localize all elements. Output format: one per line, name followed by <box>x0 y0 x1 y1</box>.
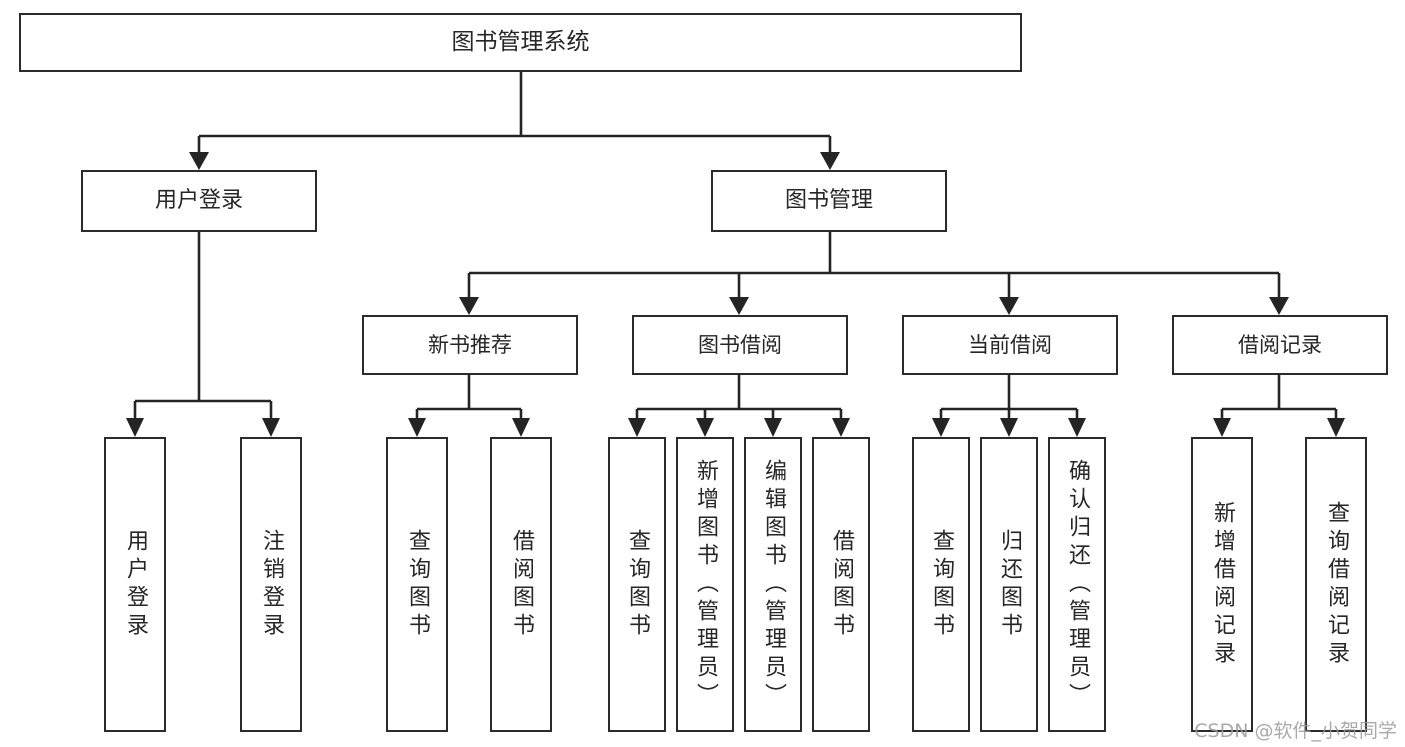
arrow-nb-1 <box>408 418 426 437</box>
arrow-leaf-ul-1 <box>126 418 144 437</box>
arrow-cb-2 <box>1000 418 1018 437</box>
node-label: 新增借阅记录 <box>1210 500 1235 669</box>
node-label: 查询借阅记录 <box>1324 500 1349 669</box>
node-label: 编辑图书（管理员） <box>761 458 786 711</box>
node-label: 查询图书 <box>625 528 650 641</box>
node-user-login[interactable]: 用户登录 <box>81 170 317 232</box>
node-label: 图书管理 <box>784 188 873 214</box>
leaf-borrow-record-query[interactable]: 查询借阅记录 <box>1305 437 1367 732</box>
arrow-bb-1 <box>628 418 646 437</box>
node-label: 确认归还（管理员） <box>1065 458 1090 711</box>
node-label: 借阅图书 <box>509 528 534 641</box>
arrow-cb-3 <box>1068 418 1086 437</box>
node-book-management[interactable]: 图书管理 <box>711 170 947 232</box>
arrow-cb-1 <box>932 418 950 437</box>
node-borrow-record[interactable]: 借阅记录 <box>1172 315 1388 375</box>
node-label: 查询图书 <box>405 528 430 641</box>
node-label: 注销登录 <box>259 528 284 641</box>
arrow-bb-2 <box>696 418 714 437</box>
leaf-new-book-borrow[interactable]: 借阅图书 <box>490 437 552 732</box>
node-label: 图书管理系统 <box>451 28 590 55</box>
node-book-borrow[interactable]: 图书借阅 <box>632 315 848 375</box>
arrow-leaf-ul-2 <box>262 418 280 437</box>
node-current-borrow[interactable]: 当前借阅 <box>902 315 1118 375</box>
leaf-current-borrow-confirm[interactable]: 确认归还（管理员） <box>1048 437 1106 732</box>
leaf-current-borrow-return[interactable]: 归还图书 <box>980 437 1038 732</box>
leaf-current-borrow-query[interactable]: 查询图书 <box>912 437 970 732</box>
leaf-borrow-record-add[interactable]: 新增借阅记录 <box>1191 437 1253 732</box>
leaf-user-login-signout[interactable]: 注销登录 <box>240 437 302 732</box>
arrow-l3-4 <box>1269 297 1289 315</box>
arrow-user-login <box>189 152 209 170</box>
node-label: 新增图书（管理员） <box>693 458 718 711</box>
node-label: 借阅记录 <box>1238 332 1322 357</box>
leaf-book-borrow-borrow[interactable]: 借阅图书 <box>812 437 870 732</box>
arrow-br-1 <box>1213 418 1231 437</box>
arrow-l3-2 <box>729 297 749 315</box>
node-new-book-recommend[interactable]: 新书推荐 <box>362 315 578 375</box>
leaf-book-borrow-edit[interactable]: 编辑图书（管理员） <box>744 437 802 732</box>
arrow-nb-2 <box>512 418 530 437</box>
arrow-bb-3 <box>764 418 782 437</box>
node-label: 借阅图书 <box>829 528 854 641</box>
arrow-bb-4 <box>832 418 850 437</box>
node-label: 用户登录 <box>123 528 148 641</box>
leaf-book-borrow-query[interactable]: 查询图书 <box>608 437 666 732</box>
leaf-new-book-query[interactable]: 查询图书 <box>386 437 448 732</box>
node-label: 用户登录 <box>154 188 243 214</box>
node-label: 新书推荐 <box>428 332 512 357</box>
arrow-l3-1 <box>459 297 479 315</box>
arrow-l3-3 <box>999 297 1019 315</box>
node-label: 当前借阅 <box>968 332 1052 357</box>
leaf-user-login-signin[interactable]: 用户登录 <box>104 437 166 732</box>
node-label: 图书借阅 <box>698 332 782 357</box>
node-label: 查询图书 <box>929 528 954 641</box>
csdn-watermark: CSDN @软件_小贺同学 <box>1194 720 1397 742</box>
arrow-br-2 <box>1327 418 1345 437</box>
leaf-book-borrow-add[interactable]: 新增图书（管理员） <box>676 437 734 732</box>
node-root-system[interactable]: 图书管理系统 <box>19 13 1022 72</box>
arrow-book-mgmt <box>820 152 840 170</box>
node-label: 归还图书 <box>997 528 1022 641</box>
